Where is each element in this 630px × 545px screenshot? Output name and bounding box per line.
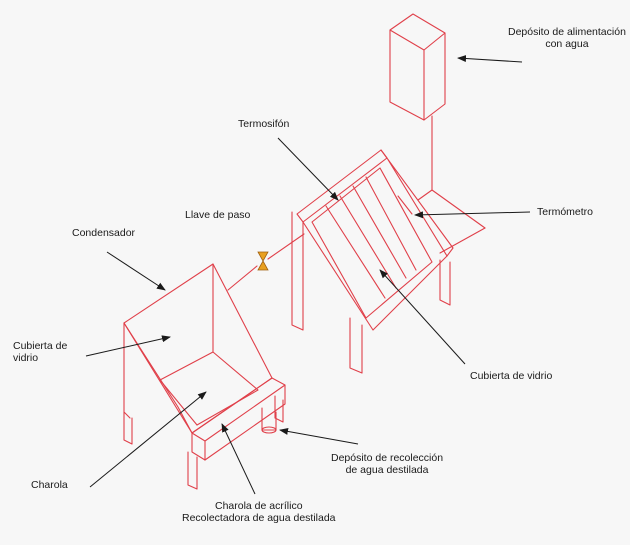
arrow-thermosiphon [277,137,339,201]
arrow-tray [89,391,207,488]
label-glass-cover-left-line1: Cubierta de [13,340,68,352]
label-collection-tank: Depósito de recolección de agua destilad… [331,452,443,476]
feed-pipe [417,115,486,254]
arrow-condenser [106,251,166,291]
arrow-glass-cover-right [379,269,466,365]
label-valve: Llave de paso [185,209,251,221]
label-tray: Charola [31,479,68,491]
connecting-pipe [227,233,305,291]
label-thermometer: Termómetro [537,206,594,218]
arrow-feed-tank [457,55,523,63]
label-thermosiphon: Termosifón [238,118,290,130]
label-feed-tank: Depósito de alimentación con agua [508,26,626,50]
thermosiphon-collector [291,149,454,374]
label-collection-tank-line2: de agua destilada [345,464,429,476]
label-acrylic-tray-line2: Recolectadora de agua destilada [182,512,336,524]
label-feed-tank-line1: Depósito de alimentación [508,26,626,38]
label-glass-cover-right: Cubierta de vidrio [470,370,553,382]
label-collection-tank-line1: Depósito de recolección [331,452,444,464]
label-acrylic-tray: Charola de acrílico Recolectadora de agu… [182,500,336,524]
annotation-arrows [85,55,531,495]
arrow-glass-cover-left [85,335,171,357]
label-acrylic-tray-line1: Charola de acrílico [214,500,303,512]
valve-icon [257,251,269,271]
label-glass-cover-left-line2: vidrio [13,352,39,364]
feed-tank [389,13,446,121]
arrow-acrylic-tray [221,423,256,495]
arrow-collection-tank [279,427,359,445]
arrow-thermometer [414,211,531,219]
label-condenser: Condensador [72,227,136,239]
condenser [123,263,286,490]
label-feed-tank-line2: con agua [545,38,589,50]
label-glass-cover-left: Cubierta de vidrio [13,340,67,364]
